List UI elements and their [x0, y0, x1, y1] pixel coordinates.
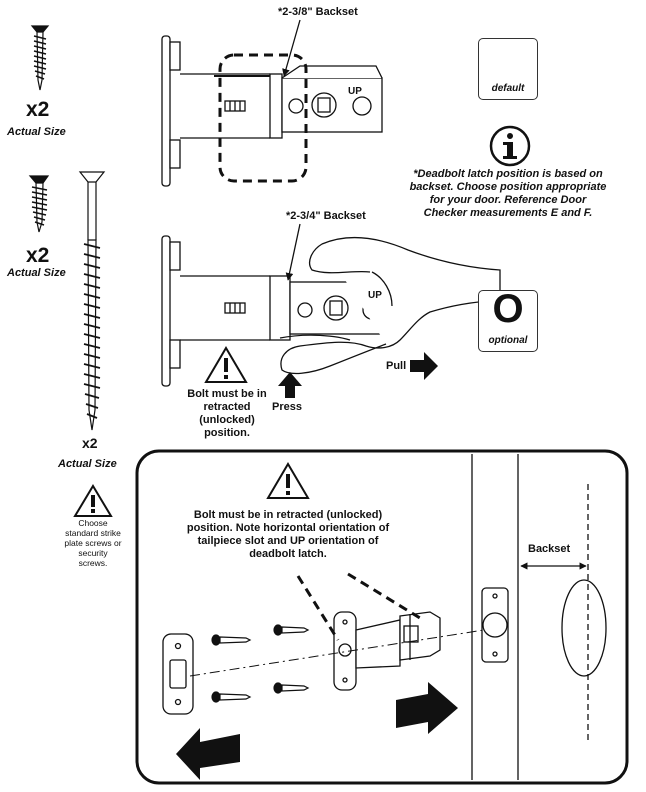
- backset-label-top: *2-3/8" Backset: [278, 6, 358, 18]
- optional-label: optional: [488, 335, 528, 346]
- installation-panel: [135, 449, 629, 785]
- hand-illustration: [280, 236, 501, 375]
- default-label: default: [491, 83, 525, 94]
- backset-leader-top: [282, 19, 301, 77]
- screw-count-1: x2: [26, 98, 50, 121]
- backset-info-note: *Deadbolt latch position is based on bac…: [409, 168, 607, 219]
- backset-label-middle: *2-3/4" Backset: [286, 210, 366, 222]
- strike-screws-note: Choose standard strike plate screws or s…: [64, 518, 122, 568]
- up-label-middle: UP: [368, 290, 382, 301]
- screw-small-top: [30, 25, 50, 91]
- install-screws: [211, 624, 310, 703]
- press-arrow-icon: [278, 372, 302, 398]
- pull-arrow-icon: [410, 352, 438, 380]
- screw-small-middle: [28, 175, 50, 233]
- strike-plate: [162, 633, 194, 715]
- warning-icon-strike-note: [73, 484, 113, 517]
- warning-icon: [204, 346, 248, 383]
- arrow-right-icon: [396, 682, 458, 734]
- screw-count-2: x2: [26, 244, 50, 267]
- info-icon: [489, 125, 531, 167]
- screw-count-3: x2: [82, 435, 98, 451]
- warning-icon-install: [266, 462, 310, 499]
- screw-size-1: Actual Size: [7, 126, 66, 138]
- screw-size-3: Actual Size: [58, 458, 117, 470]
- pull-label: Pull: [386, 360, 407, 372]
- backset-leader-middle: [285, 223, 301, 281]
- backset-highlight-box: [218, 53, 308, 183]
- door-edge: [471, 454, 607, 780]
- warning-callout-lines: [296, 572, 421, 641]
- default-badge: default: [478, 38, 538, 100]
- screw-size-2: Actual Size: [7, 267, 66, 279]
- install-warning: Bolt must be in retracted (unlocked) pos…: [186, 509, 390, 560]
- alignment-line: [189, 629, 485, 677]
- backset-label-install: Backset: [528, 543, 571, 555]
- latch-install: [333, 611, 441, 691]
- screw-long: [78, 171, 106, 431]
- optional-badge: O optional: [478, 287, 538, 352]
- press-label: Press: [272, 401, 302, 413]
- arrow-left-icon: [176, 728, 240, 780]
- retracted-warning-middle: Bolt must be in retracted (unlocked) pos…: [187, 388, 267, 439]
- latch-top: [161, 35, 383, 187]
- up-label-top: UP: [348, 86, 362, 97]
- optional-letter: O: [492, 287, 524, 331]
